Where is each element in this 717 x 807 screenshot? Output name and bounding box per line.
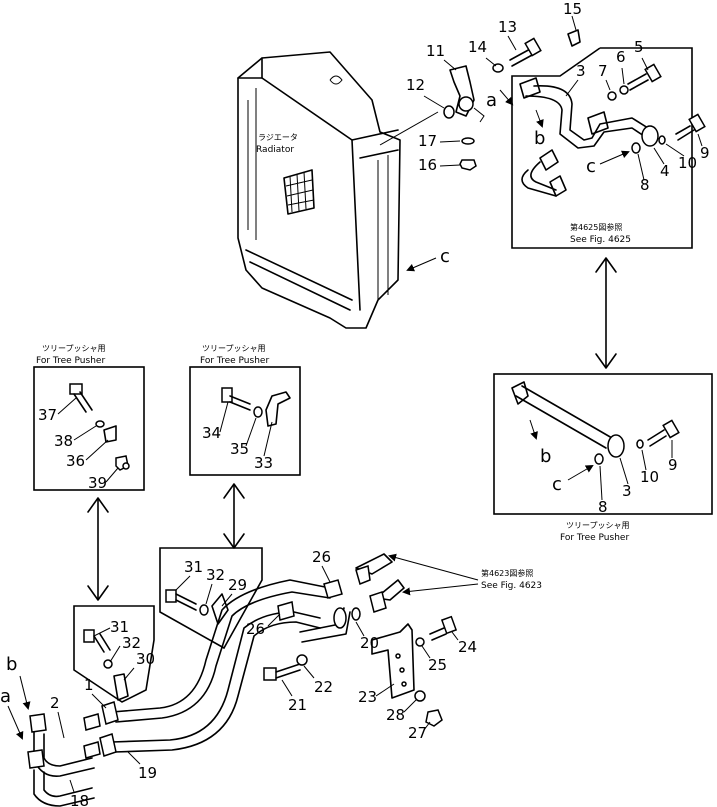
part-13: 13 xyxy=(498,18,517,36)
part-12: 12 xyxy=(406,76,425,94)
clamp-box-center xyxy=(159,547,263,650)
double-arrow-left xyxy=(87,497,109,601)
part-23: 23 xyxy=(358,688,377,706)
part-39: 39 xyxy=(88,474,107,492)
part-18: 18 xyxy=(70,792,89,807)
letter-a-bottom: a xyxy=(0,686,11,707)
top-right-box: 第4625図参照 See Fig. 4625 xyxy=(511,47,706,249)
part-1: 1 xyxy=(84,676,94,694)
part-9-right: 9 xyxy=(668,456,678,474)
double-arrow-right xyxy=(595,257,617,369)
part-24: 24 xyxy=(458,638,477,656)
tree-pusher-box-center xyxy=(189,366,301,476)
part-22: 22 xyxy=(314,678,333,696)
part-9-top: 9 xyxy=(700,144,710,162)
part-2: 2 xyxy=(50,694,60,712)
part-4-top: 4 xyxy=(660,162,670,180)
radiator-label-jp: ラジエータ xyxy=(258,133,298,142)
part-21: 21 xyxy=(288,696,307,714)
part-34: 34 xyxy=(202,424,221,442)
part-30: 30 xyxy=(136,650,155,668)
double-arrow-center xyxy=(223,483,245,549)
tree-pusher-right-jp: ツリープッシャ用 xyxy=(566,521,630,530)
part-31-left: 31 xyxy=(110,618,129,636)
part-31-center: 31 xyxy=(184,558,203,576)
part-8-top: 8 xyxy=(640,176,650,194)
part-36: 36 xyxy=(66,452,85,470)
radiator-grille xyxy=(283,169,315,215)
letter-c-right: c xyxy=(552,474,562,495)
part-3-top: 3 xyxy=(576,62,586,80)
fig-ref-top-en: See Fig. 4625 xyxy=(570,235,631,245)
part-11: 11 xyxy=(426,42,445,60)
part-17: 17 xyxy=(418,132,437,150)
radiator: ラジエータ Radiator xyxy=(237,51,401,329)
top-fittings xyxy=(443,29,581,171)
part-20: 20 xyxy=(360,634,379,652)
part-26-mid: 26 xyxy=(246,620,265,638)
tree-pusher-box-left xyxy=(33,366,145,491)
letter-c-radiator: c xyxy=(440,246,450,267)
part-32-center: 32 xyxy=(206,566,225,584)
part-7: 7 xyxy=(598,62,608,80)
part-32-left: 32 xyxy=(122,634,141,652)
letter-c-top: c xyxy=(586,156,596,177)
part-26-top: 26 xyxy=(312,548,331,566)
part-37: 37 xyxy=(38,406,57,424)
radiator-label-en: Radiator xyxy=(256,145,294,155)
part-16: 16 xyxy=(418,156,437,174)
tree-pusher-box-right xyxy=(493,373,713,515)
part-callouts: 15 13 11 14 12 17 16 3 7 6 5 9 10 4 8 3 … xyxy=(38,0,710,807)
part-15: 15 xyxy=(563,0,582,18)
letter-b-top: b xyxy=(534,128,545,149)
tree-pusher-center-jp: ツリープッシャ用 xyxy=(202,344,266,353)
part-10-right: 10 xyxy=(640,468,659,486)
letter-b-bottom: b xyxy=(6,654,17,675)
part-5: 5 xyxy=(634,38,644,56)
part-29: 29 xyxy=(228,576,247,594)
part-8-right: 8 xyxy=(598,498,608,516)
part-33: 33 xyxy=(254,454,273,472)
part-25: 25 xyxy=(428,656,447,674)
tree-pusher-right-en: For Tree Pusher xyxy=(560,533,629,543)
letter-b-right: b xyxy=(540,446,551,467)
part-14: 14 xyxy=(468,38,487,56)
part-35: 35 xyxy=(230,440,249,458)
part-38: 38 xyxy=(54,432,73,450)
part-28: 28 xyxy=(386,706,405,724)
fig-ref-top-jp: 第4625図参照 xyxy=(570,222,622,232)
fig-ref-bottom-jp: 第4623図参照 xyxy=(481,568,533,578)
tree-pusher-left-en: For Tree Pusher xyxy=(36,356,105,366)
part-6: 6 xyxy=(616,48,626,66)
fig-ref-bottom-en: See Fig. 4623 xyxy=(481,581,542,591)
part-27: 27 xyxy=(408,724,427,742)
part-10-top: 10 xyxy=(678,154,697,172)
tree-pusher-center-en: For Tree Pusher xyxy=(200,356,269,366)
part-3-right: 3 xyxy=(622,482,632,500)
part-19: 19 xyxy=(138,764,157,782)
letter-a-top: a xyxy=(486,90,497,111)
tree-pusher-left-jp: ツリープッシャ用 xyxy=(42,344,106,353)
lower-piping xyxy=(27,553,458,807)
